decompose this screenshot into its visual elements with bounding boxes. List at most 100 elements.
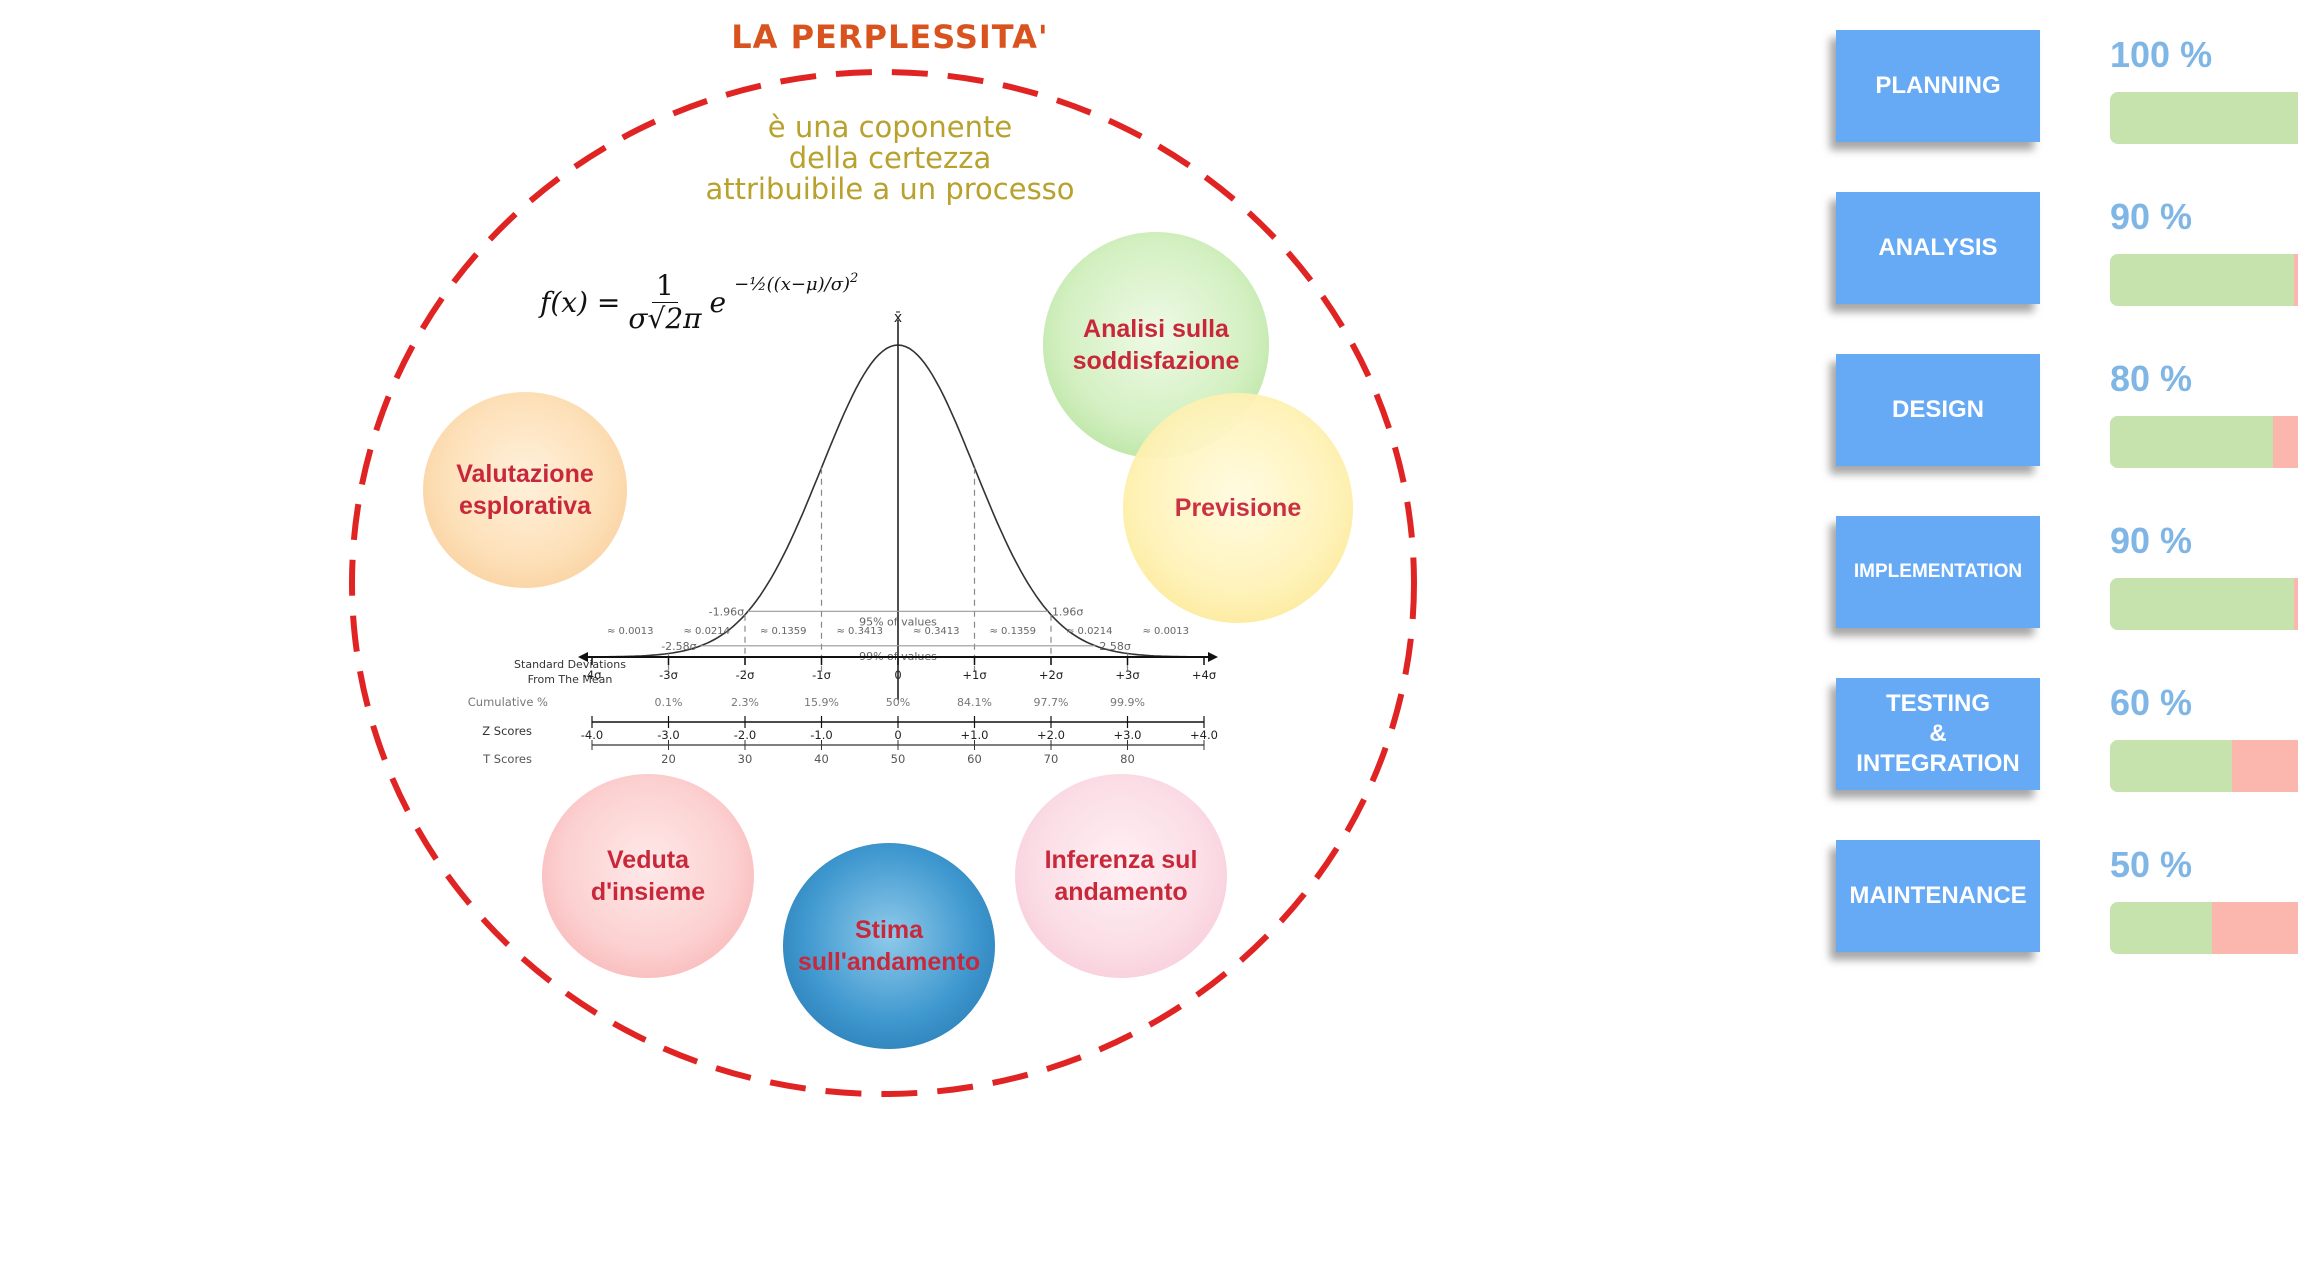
z-tick-label: -1.0 <box>810 728 832 742</box>
interval-95-right: 1.96σ <box>1052 605 1083 618</box>
stage-percent: 100 % <box>2110 34 2213 75</box>
bubble-previsione: Previsione <box>1123 393 1353 623</box>
stage-button-design[interactable]: DESIGN <box>1836 354 2040 466</box>
cumulative-label: 84.1% <box>957 696 992 709</box>
bubble-stima: Stima sull'andamento <box>783 843 995 1049</box>
area-probability-label: ≈ 0.3413 <box>913 626 960 637</box>
stage-button-implementation[interactable]: IMPLEMENTATION <box>1836 516 2040 628</box>
z-tick-label: -4.0 <box>581 728 603 742</box>
formula-numerator: 1 <box>652 269 678 303</box>
z-tick-label: +3.0 <box>1114 728 1142 742</box>
formula-fraction: 1 σ√2π <box>628 269 702 335</box>
area-probability-label: ≈ 0.0214 <box>1066 626 1113 637</box>
bubble-label: Inferenza sul andamento <box>1044 846 1198 906</box>
area-probability-label: ≈ 0.1359 <box>760 626 807 637</box>
sd-tick-label: -3σ <box>659 668 678 682</box>
progress-bar <box>2110 416 2298 468</box>
formula-denominator: σ√2π <box>628 301 702 335</box>
progress-fill <box>2110 902 2212 954</box>
sd-row-title-line2: From The Mean <box>528 673 613 686</box>
area-probability-label: ≈ 0.1359 <box>989 626 1036 637</box>
cumulative-label: 15.9% <box>804 696 839 709</box>
stage-percent: 60 % <box>2110 682 2193 723</box>
stage-percent: 80 % <box>2110 358 2193 399</box>
sd-axis-arrow-right <box>1208 652 1218 662</box>
cumulative-label: 2.3% <box>731 696 759 709</box>
sd-axis-arrow-left <box>578 652 588 662</box>
progress-bar <box>2110 902 2298 954</box>
z-tick-label: -2.0 <box>734 728 756 742</box>
interval-95-left: -1.96σ <box>709 605 744 618</box>
t-tick-label: 80 <box>1120 752 1135 766</box>
formula-exponent-text: −½((x−μ)/σ) <box>734 273 851 295</box>
z-tick-label: +4.0 <box>1190 728 1218 742</box>
subtitle-line: attribuibile a un processo <box>705 172 1075 206</box>
stage-label: MAINTENANCE <box>1849 882 2027 909</box>
progress-bar <box>2110 740 2298 792</box>
t-tick-label: 70 <box>1044 752 1059 766</box>
stage-button-analysis[interactable]: ANALYSIS <box>1836 192 2040 304</box>
progress-fill <box>2110 416 2274 468</box>
progress-fill <box>2110 578 2294 630</box>
stage-button-testing-integration[interactable]: TESTING & INTEGRATION <box>1836 678 2040 790</box>
stage-button-planning[interactable]: PLANNING <box>1836 30 2040 142</box>
area-probability-label: ≈ 0.3413 <box>836 626 883 637</box>
stage-label: IMPLEMENTATION <box>1853 561 2023 582</box>
t-tick-label: 30 <box>738 752 753 766</box>
sd-tick-label: +1σ <box>962 668 986 682</box>
sd-tick-label: 0 <box>894 668 901 682</box>
progress-fill <box>2110 92 2298 144</box>
stage-percent: 90 % <box>2110 520 2193 561</box>
area-probability-label: ≈ 0.0214 <box>683 626 730 637</box>
cumulative-row-title: Cumulative % <box>468 695 548 709</box>
area-probability-label: ≈ 0.0013 <box>607 626 654 637</box>
t-tick-label: 50 <box>891 752 906 766</box>
progress-bar <box>2110 578 2298 630</box>
formula-lhs: f(x) = <box>540 285 621 319</box>
z-tick-label: -3.0 <box>657 728 679 742</box>
cumulative-label: 50% <box>886 696 910 709</box>
z-tick-label: 0 <box>894 728 901 742</box>
stage-percent: 90 % <box>2110 196 2193 237</box>
interval-95-label: 95% of values <box>859 615 937 628</box>
subtitle-line: della certezza <box>788 141 992 175</box>
sd-tick-label: +2σ <box>1039 668 1063 682</box>
interval-99-left: -2.58σ <box>661 640 696 653</box>
bubble-label: Valutazione esplorativa <box>456 460 594 520</box>
sd-tick-label: +4σ <box>1192 668 1216 682</box>
bubble-label: Stima sull'andamento <box>797 916 981 976</box>
stage-label: TESTING & INTEGRATION <box>1856 690 2020 777</box>
page-title: LA PERPLESSITA' <box>731 18 1049 56</box>
sd-tick-label: -1σ <box>812 668 831 682</box>
sd-tick-label: +3σ <box>1115 668 1139 682</box>
cumulative-label: 97.7% <box>1034 696 1069 709</box>
t-tick-label: 20 <box>661 752 676 766</box>
stage-label: PLANNING <box>1875 72 2001 99</box>
stage-percent: 50 % <box>2110 844 2193 885</box>
subtitle-line: è una coponente <box>767 110 1013 144</box>
progress-bar <box>2110 254 2298 306</box>
sd-row-title-line1: Standard Deviations <box>514 658 626 671</box>
stage-button-maintenance[interactable]: MAINTENANCE <box>1836 840 2040 952</box>
subtitle: è una coponente della certezza attribuib… <box>600 112 1180 205</box>
formula-base: e <box>709 285 727 319</box>
cumulative-label: 0.1% <box>655 696 683 709</box>
z-tick-label: +2.0 <box>1037 728 1065 742</box>
sd-tick-label: -4σ <box>583 668 602 682</box>
bubble-label: Analisi sulla soddisfazione <box>1072 315 1240 375</box>
bubble-inferenza: Inferenza sul andamento <box>1015 774 1227 978</box>
bubble-valutazione: Valutazione esplorativa <box>423 392 627 588</box>
t-tick-label: 60 <box>967 752 982 766</box>
progress-bar <box>2110 92 2298 144</box>
gaussian-formula: f(x) = 1 σ√2π e −½((x−μ)/σ)2 <box>540 262 858 342</box>
t-tick-label: 40 <box>814 752 829 766</box>
sd-tick-label: -2σ <box>736 668 755 682</box>
dashed-boundary-circle <box>349 69 1417 1097</box>
interval-99-right: 2.58σ <box>1099 640 1130 653</box>
formula-power: 2 <box>850 270 859 286</box>
bubble-label: Veduta d'insieme <box>590 846 706 906</box>
area-probability-label: ≈ 0.0013 <box>1142 626 1189 637</box>
progress-fill <box>2110 254 2294 306</box>
